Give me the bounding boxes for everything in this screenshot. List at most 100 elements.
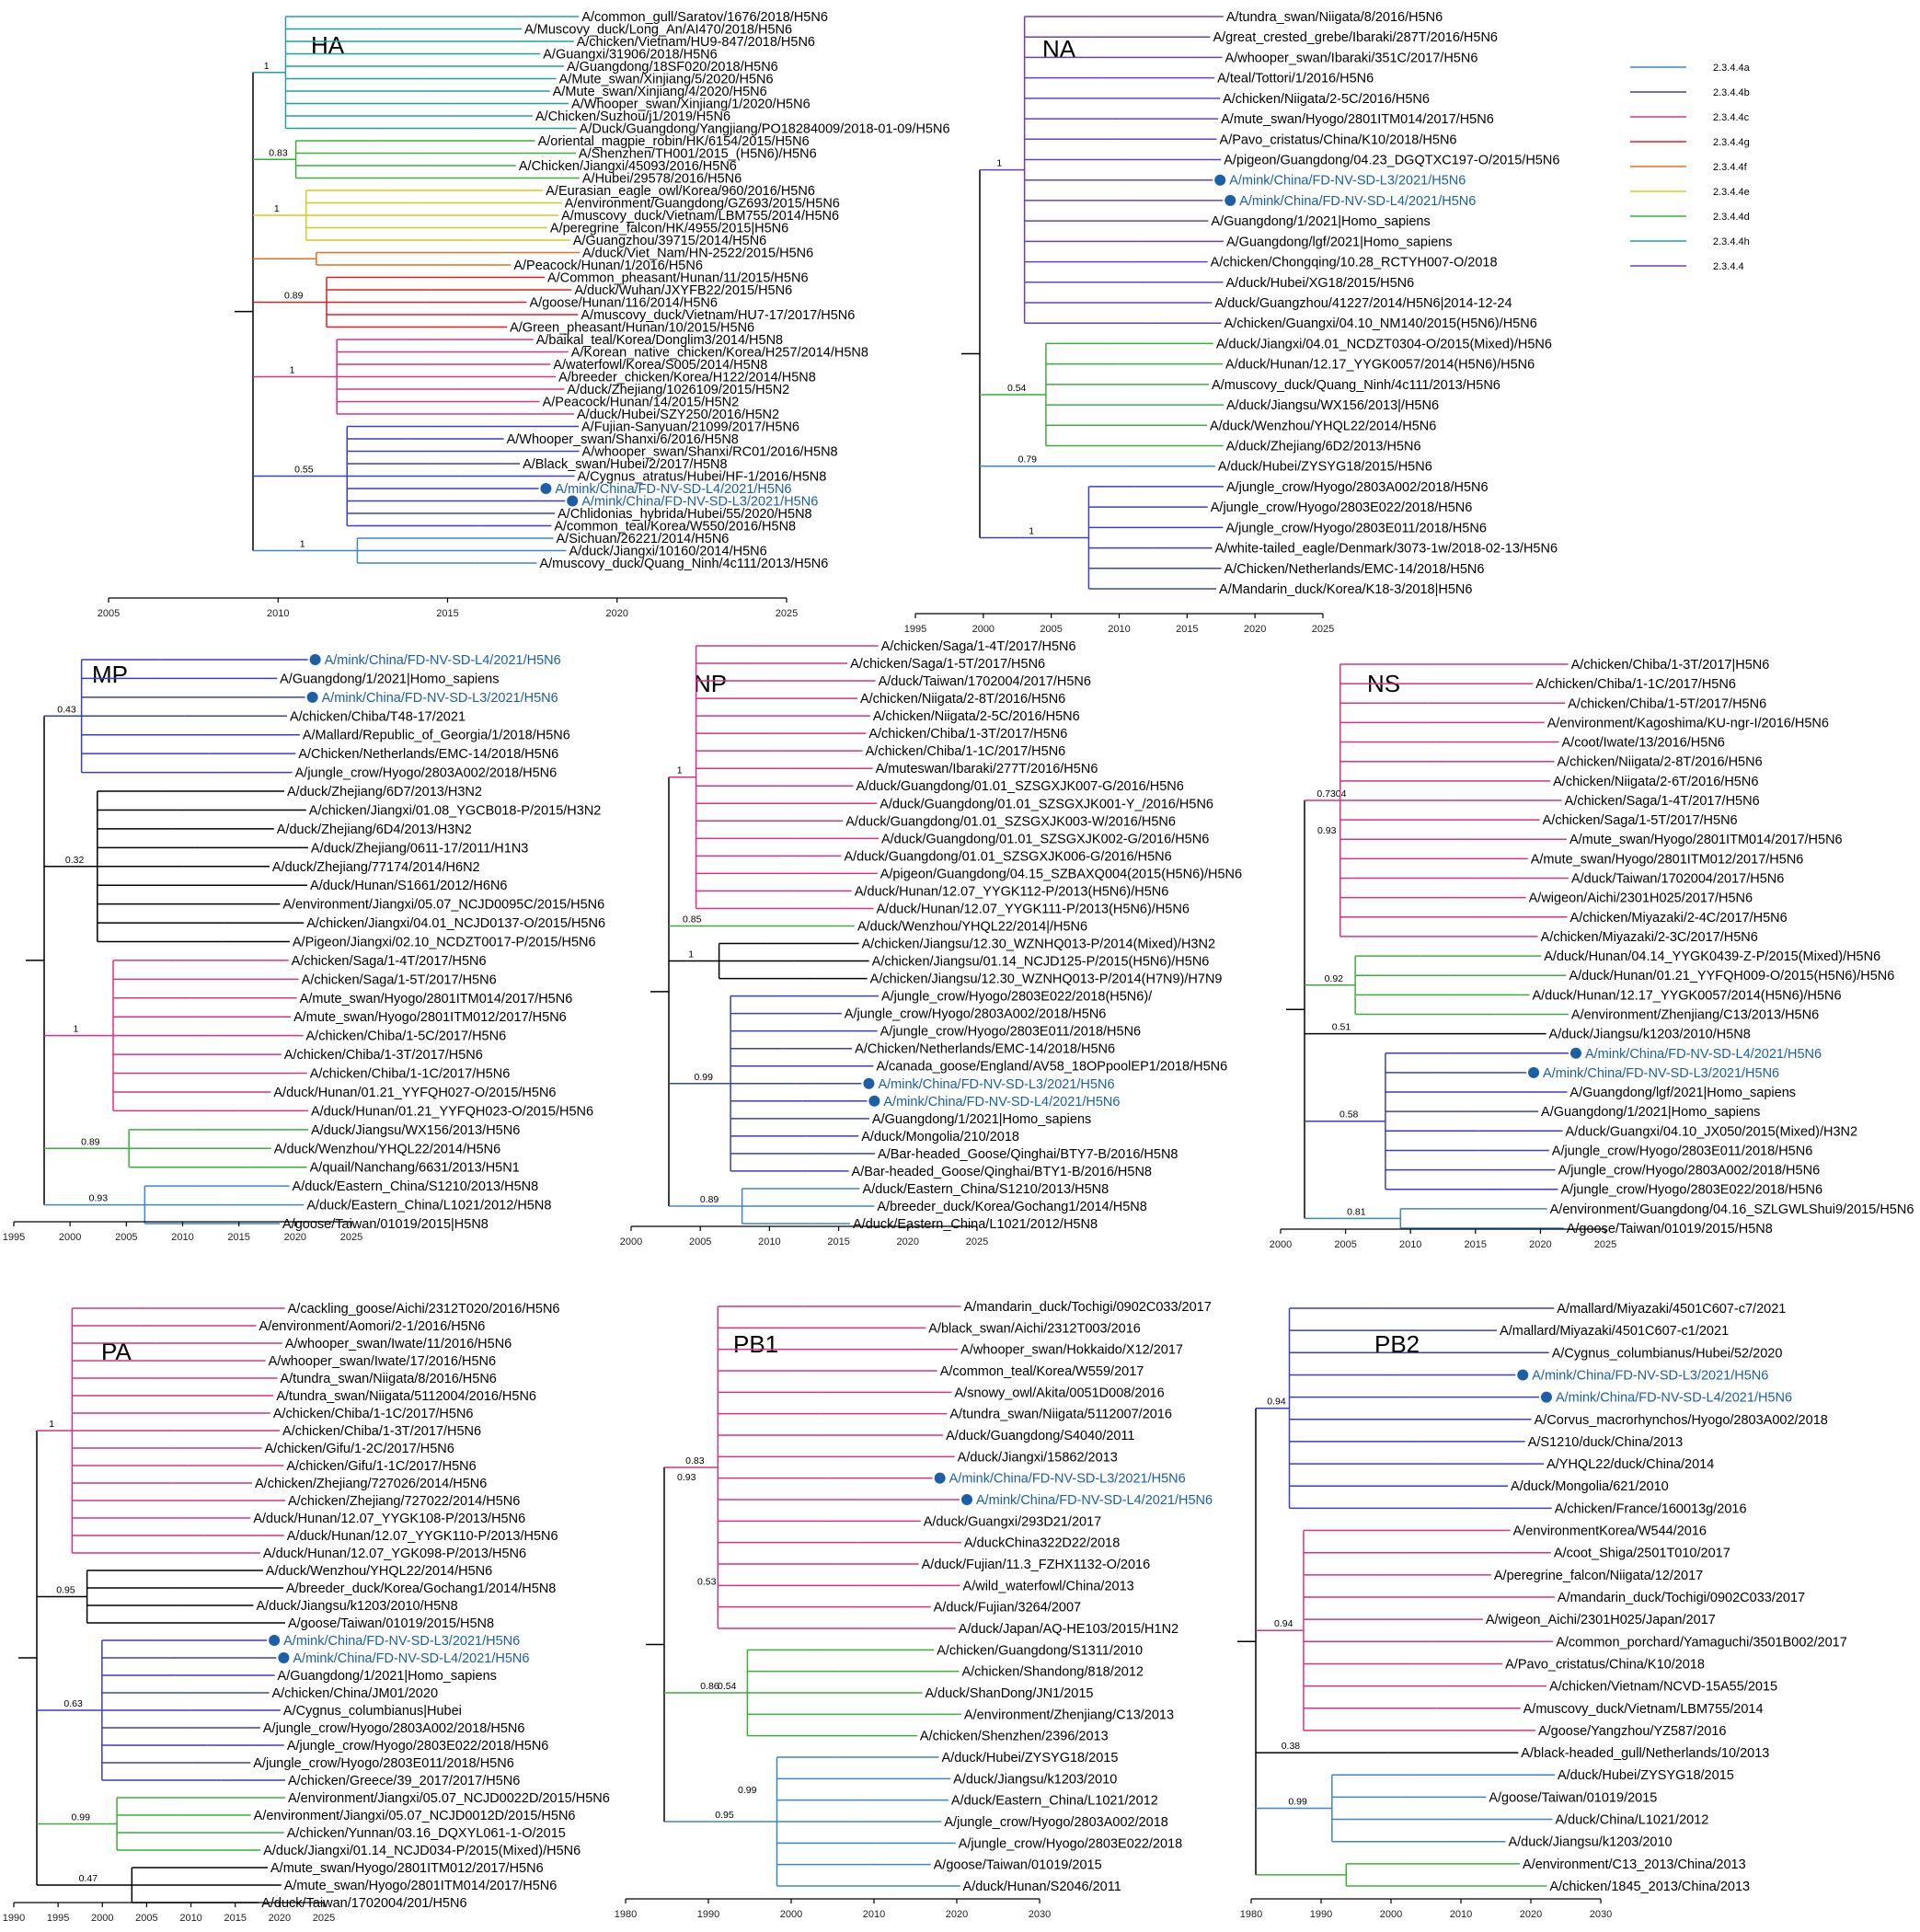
clade-6: 1A/baikal_teal/Korea/Donglim3/2014/H5N8A… [253, 333, 868, 422]
leaf-label: A/duckChina322D22/2018 [964, 1536, 1120, 1551]
leaf-label: A/duck/Zhejiang/6D7/2013/H3N2 [287, 785, 482, 799]
highlight-marker [863, 1077, 875, 1089]
axis-tick-label: 2005 [115, 1232, 137, 1243]
axis-tick-label: 2025 [966, 1236, 988, 1248]
legend-label-2-3-4-4a: 2.3.4.4a [1713, 63, 1751, 74]
leaf-label: A/Cygnus_columbianus/Hubei/52/2020 [1552, 1346, 1783, 1361]
leaf-label: A/duck/Hunan/01.21_YYFQH009-O/2015(H5N6)… [1569, 969, 1894, 983]
axis-tick-label: 2020 [946, 1909, 968, 1920]
leaf-label: A/duck/Hubei/XG18/2015/H5N6 [1225, 276, 1414, 291]
leaf-label: A/Pavo_cristatus/China/K10/2018/H5N6 [1220, 132, 1457, 147]
leaf-label: A/common_teal/Korea/W559/2017 [940, 1364, 1144, 1379]
leaf-label: A/Cygnus_atratus/Hubei/HF-1/2016/H5N8 [577, 470, 826, 485]
leaf-label: A/duck/Japan/AQ-HE103/2015/H1N2 [959, 1622, 1178, 1637]
leaf-label: A/mallard/Miyazaki/4501C607-c1/2021 [1500, 1324, 1729, 1339]
leaf-label: A/muscovy_duck/Vietnam/HU7-17/2017/H5N6 [581, 308, 855, 323]
support-value: 0.95 [56, 1585, 75, 1596]
leaf-label: A/mallard/Miyazaki/4501C607-c7/2021 [1557, 1302, 1786, 1317]
leaf-label: A/mink/China/FD-NV-SD-L4/2021/H5N6 [883, 1095, 1120, 1110]
leaf-label: A/breeder_duck/Korea/Gochang1/2014/H5N8 [286, 1581, 556, 1596]
leaf-label: A/duck/Hunan/01.21_YYFQH027-O/2015/H5N6 [273, 1086, 556, 1100]
leaf-label: A/chicken/Saga/1-5T/2017/H5N6 [1543, 813, 1738, 828]
panel-title-ha: HA [311, 31, 345, 59]
clade-1: 1A/tundra_swan/Niigata/8/2016/H5N6A/grea… [980, 10, 1559, 331]
support-value: 1 [996, 158, 1002, 169]
leaf-label: A/duck/Hunan/S2046/2011 [963, 1880, 1121, 1894]
leaf-label: A/white-tailed_eagle/Denmark/3073-1w/201… [1215, 542, 1558, 557]
leaf-label: A/Guangdong/1/2021|Homo_sapiens [1211, 214, 1430, 229]
leaf-label: A/Korean_native_chicken/Korea/H257/2014/… [571, 346, 868, 361]
leaf-label: A/duck/Zhejiang/6D2/2013/H5N6 [1226, 440, 1421, 454]
leaf-label: A/chicken/Yunnan/03.16_DQXYL061-1-O/2015 [287, 1826, 566, 1841]
leaf-label: A/jungle_crow/Hyogo/2803E022/2018/H5N6 [1560, 1183, 1822, 1198]
leaf-label: A/duck/Zhejiang/6D4/2013/H3N2 [277, 822, 472, 837]
leaf-label: A/Whooper_swan/Xinjiang/1/2020/H5N6 [571, 98, 811, 112]
leaf-label: A/Chicken/Suzhou/j1/2019/H5N6 [535, 109, 730, 124]
leaf-label: A/breeder_chicken/Korea/H122/2014/H5N8 [558, 371, 816, 385]
highlight-marker [567, 495, 579, 507]
support-value: 0.89 [284, 291, 304, 302]
support-value: 1 [290, 365, 295, 376]
leaf-label: A/waterfowl/Korea/S005/2014/H5N8 [553, 358, 767, 373]
leaf-label: A/jungle_crow/Hyogo/2803E011/2018/H5N6 [880, 1025, 1141, 1040]
clade-1: 0.7304A/chicken/Chiba/1-3T/2017|H5N6A/ch… [1305, 658, 1843, 945]
leaf-label: A/chicken/Zhejiang/727026/2014/H5N6 [255, 1477, 487, 1491]
clade-1: 0.43A/mink/China/FD-NV-SD-L4/2021/H5N6A/… [44, 653, 570, 781]
clade-2: 0.94A/environmentKorea/W544/2016A/coot_S… [1256, 1524, 1847, 1739]
leaf-label: A/Peacock/Hunan/1/2016/H5N6 [513, 259, 703, 273]
leaf-label: A/tundra_swan/Niigata/5112007/2016 [949, 1408, 1172, 1422]
leaf-label: A/chicken/Jiangsu/12.30_WZNHQ013-P/2014(… [870, 972, 1223, 987]
leaf-label: A/whooper_swan/Iwate/17/2016/H5N6 [269, 1354, 496, 1369]
axis-tick-label: 2025 [1312, 624, 1334, 635]
highlight-marker [540, 483, 552, 494]
leaf-label: A/pigeon/Guangdong/04.15_SZBAXQ004(2015(… [880, 867, 1242, 881]
leaf-label: A/chicken/Gifu/1-1C/2017/H5N6 [286, 1459, 476, 1474]
clade-legend: 2.3.4.4a2.3.4.4b2.3.4.4c2.3.4.4g2.3.4.4f… [1630, 63, 1751, 272]
leaf-label: A/mute_swan/Hyogo/2801ITM014/2017/H5N6 [284, 1879, 558, 1893]
leaf-label: A/goose/Yangzhou/YZ587/2016 [1538, 1724, 1727, 1739]
leaf-label: A/Mandarin_duck/Korea/K18-3/2018|H5N6 [1219, 582, 1472, 597]
leaf-label: A/chicken/Chiba/1-5T/2017/H5N6 [1568, 696, 1766, 711]
axis-tick-label: 2000 [59, 1232, 81, 1243]
leaf-label: A/muscovy_duck/Quang_Ninh/4c111/2013/H5N… [1212, 378, 1500, 393]
highlight-marker [306, 691, 318, 703]
highlight-marker [269, 1635, 281, 1646]
leaf-label: A/whooper_swan/Ibaraki/351C/2017/H5N6 [1225, 51, 1478, 65]
leaf-label: A/wigeon/Aichi/2301H025/2017/H5N6 [1529, 891, 1753, 906]
leaf-label: A/Common_pheasant/Hunan/11/2015/H5N6 [547, 271, 808, 286]
axis-tick-label: 2025 [340, 1232, 362, 1243]
leaf-label: A/duck/Guangdong/01.01_SZSGXJK003-W/2016… [845, 814, 1176, 829]
leaf-label: A/jungle_crow/Hyogo/2803A002/2018 [944, 1815, 1167, 1830]
leaf-label: A/jungle_crow/Hyogo/2803E011/2018/H5N6 [1552, 1144, 1812, 1158]
axis-tick-label: 2005 [98, 608, 120, 619]
tree-backbone [235, 72, 254, 551]
leaf-label: A/chicken/Chiba/1-1C/2017/H5N6 [866, 744, 1066, 759]
leaf-label: A/Chicken/Netherlands/EMC-14/2018/H5N6 [1224, 562, 1485, 577]
leaf-label: A/duck/Eastern_China/L1021/2012 [951, 1794, 1158, 1809]
axis-tick-label: 2025 [313, 1913, 335, 1924]
support-value: 0.83 [685, 1455, 705, 1466]
leaf-label: A/muscovy_duck/Vietnam/LBM755/2014 [1523, 1702, 1764, 1717]
leaf-label: A/chicken/Chiba/1-1C/2017/H5N6 [1535, 677, 1736, 692]
clade-1: 1A/chicken/Saga/1-4T/2017/H5N6A/chicken/… [669, 639, 1242, 916]
leaf-label: A/chicken/Niigata/2-6T/2016/H5N6 [1553, 775, 1758, 789]
leaf-label: A/duck/Fujian/11.3_FZHX1132-O/2016 [922, 1558, 1151, 1572]
legend-label-2-3-4-4g: 2.3.4.4g [1713, 137, 1750, 148]
axis-tick-label: 2015 [436, 608, 458, 619]
leaf-label: A/duck/Hunan/12.07_YGK098-P/2013/H5N6 [263, 1547, 526, 1561]
axis-tick-label: 1995 [47, 1913, 69, 1924]
support-value: 0.54 [718, 1681, 737, 1692]
axis-tick-label: 2030 [1029, 1909, 1051, 1920]
leaf-label: A/jungle_crow/Hyogo/2803A002/2018/H5N6 [845, 1007, 1107, 1022]
leaf-label: A/chicken/Jiangxi/01.08_YGCB018-P/2015/H… [309, 803, 602, 818]
leaf-label: A/Whooper_swan/Shanxi/6/2016/H5N8 [507, 432, 739, 447]
support-value: 0.86 [700, 1681, 719, 1692]
leaf-label: A/duck/Jiangxi/15862/2013 [958, 1450, 1118, 1465]
leaf-label: A/duck/Hubei/ZYSYG18/2015 [942, 1751, 1119, 1765]
tree-panels: HA1A/common_gull/Saratov/1676/2018/H5N6A… [3, 10, 1914, 1924]
support-value: 0.47 [79, 1873, 98, 1884]
leaf-label: A/teal/Tottori/1/2016/H5N6 [1217, 72, 1374, 86]
leaf-label: A/duck/Guangzhou/41227/2014/H5N6|2014-12… [1215, 296, 1512, 311]
leaf-label: A/goose/Hunan/116/2014/H5N6 [529, 296, 718, 311]
leaf-label: A/duck/Jiangxi/04.01_NCDZT0304-O/2015(Mi… [1216, 337, 1552, 351]
